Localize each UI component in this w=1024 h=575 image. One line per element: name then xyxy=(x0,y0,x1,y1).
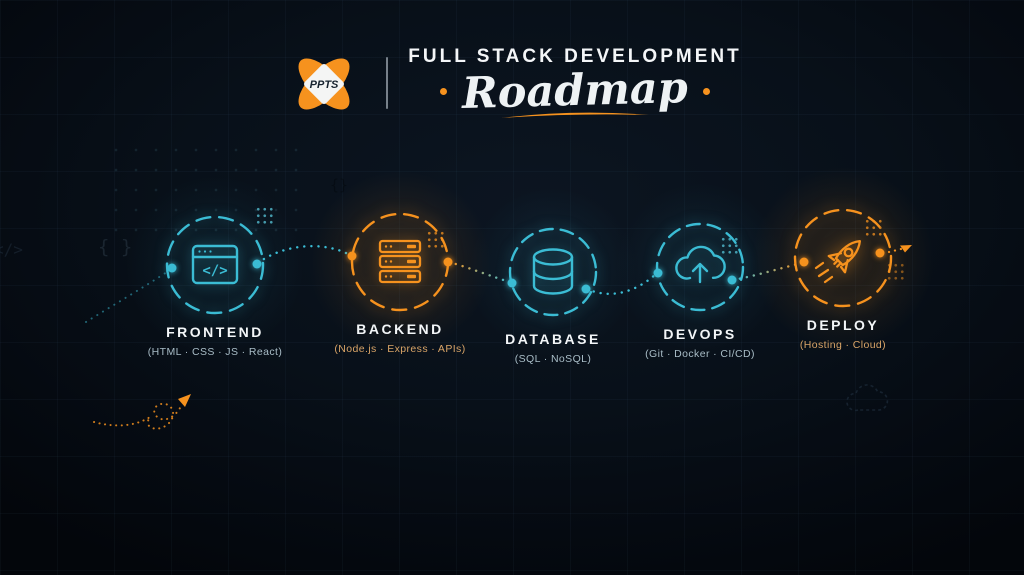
step-label: DATABASE xyxy=(505,331,601,347)
loop-arrow-icon xyxy=(93,394,191,430)
backend-circle xyxy=(345,210,455,319)
browser-code-icon: </> xyxy=(191,244,239,285)
server-stack-icon xyxy=(378,239,422,284)
curly-braces-glyph: { } xyxy=(98,236,133,258)
database-cylinder-icon xyxy=(532,248,574,295)
orange-dot-right xyxy=(702,88,710,95)
step-detail: (Node.js · Express · APIs) xyxy=(334,343,466,355)
step-detail: (Git · Docker · CI/CD) xyxy=(645,348,755,360)
roadmap-step-devops: DEVOPS (Git · Docker · CI/CD) xyxy=(615,215,785,360)
underline-swoosh xyxy=(500,112,649,118)
cloud-upload-icon xyxy=(675,245,726,284)
roadmap-step-frontend: </> FRONTEND (HTML · CSS · JS · React) xyxy=(130,213,300,358)
step-detail: (Hosting · Cloud) xyxy=(799,339,887,351)
code-glyph: </> xyxy=(0,240,23,259)
orange-dot-left xyxy=(440,88,448,95)
header-divider xyxy=(386,57,389,109)
step-label: FRONTEND xyxy=(166,324,264,340)
deploy-circle xyxy=(788,206,898,315)
cloud-outline-icon xyxy=(846,384,889,412)
step-label: DEPLOY xyxy=(806,317,880,333)
step-detail: (HTML · CSS · JS · React) xyxy=(147,346,283,358)
frontend-circle: </> xyxy=(160,213,270,322)
page-title: FULL STACK DEVELOPMENT xyxy=(408,46,742,67)
ppts-logo: PPTS xyxy=(298,58,350,110)
script-title: Roadmap xyxy=(461,63,689,119)
step-detail: (SQL · NoSQL) xyxy=(514,353,592,365)
database-circle xyxy=(498,220,608,329)
devops-circle xyxy=(645,215,755,324)
logo-text: PPTS xyxy=(310,79,339,91)
rocket-icon xyxy=(814,240,861,284)
roadmap-step-database: DATABASE (SQL · NoSQL) xyxy=(468,220,638,365)
step-label: BACKEND xyxy=(356,321,444,337)
header: PPTS FULL STACK DEVELOPMENT Roadmap xyxy=(0,46,1024,120)
roadmap-step-backend: BACKEND (Node.js · Express · APIs) xyxy=(315,210,485,355)
roadmap-step-deploy: DEPLOY (Hosting · Cloud) xyxy=(758,206,928,351)
svg-text:</>: </> xyxy=(202,263,227,279)
step-label: DEVOPS xyxy=(663,326,737,342)
curly-braces-glyph: {} xyxy=(330,176,349,194)
